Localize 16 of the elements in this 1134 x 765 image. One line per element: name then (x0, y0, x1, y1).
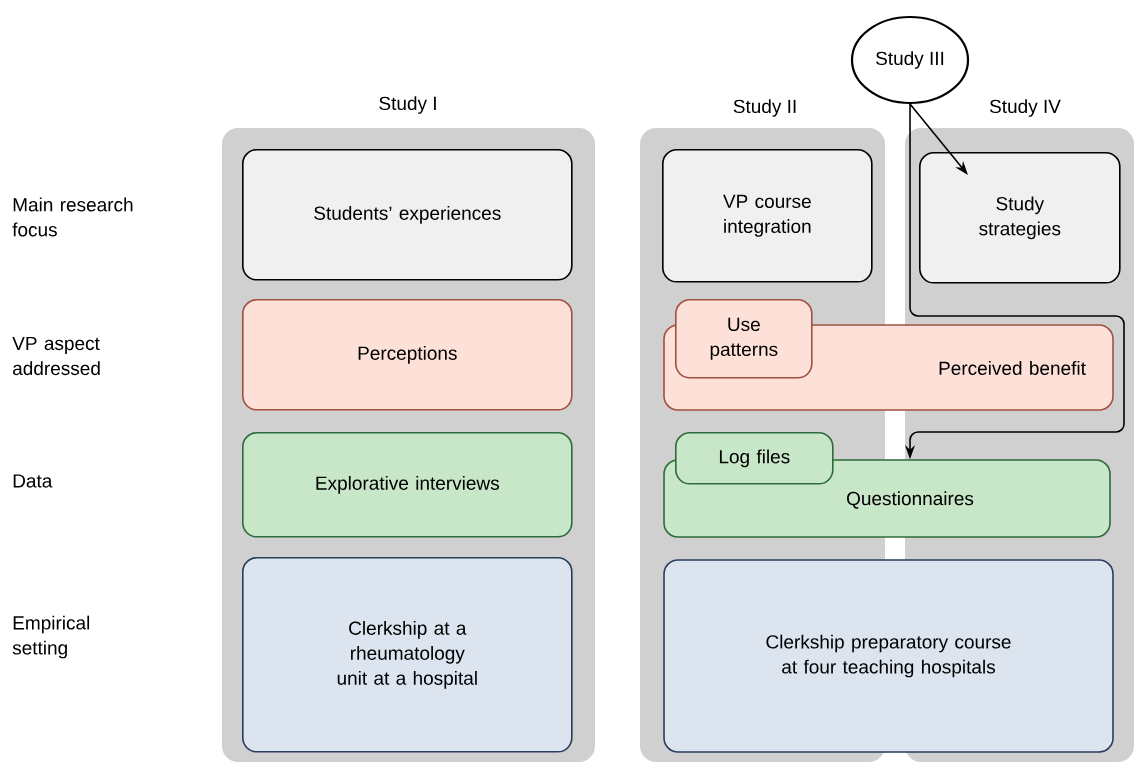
node-label: Study I (379, 96, 436, 114)
row-label: VP aspect addressed (12, 336, 100, 376)
row-label: Data (13, 474, 53, 488)
rounded-box: Log files (675, 432, 834, 485)
node-label: Study II (733, 99, 796, 117)
rounded-box: Clerkship preparatory course at four teaching hospitals (663, 559, 1114, 753)
row-label: Main research focus (12, 197, 133, 237)
rounded-box: Perceptions (242, 299, 573, 411)
rounded-box: VP course integration (662, 149, 873, 283)
rounded-box: Clerkship at a rheumatology unit at a hospital (242, 557, 573, 753)
row-label: Empirical setting (12, 615, 90, 659)
rounded-box: Study strategies (919, 152, 1121, 284)
node-label: Study IV (989, 99, 1061, 117)
rounded-box: Students’ experiences (242, 149, 573, 281)
rounded-box: Use patterns (675, 299, 813, 379)
rounded-box: Explorative interviews (242, 432, 573, 538)
